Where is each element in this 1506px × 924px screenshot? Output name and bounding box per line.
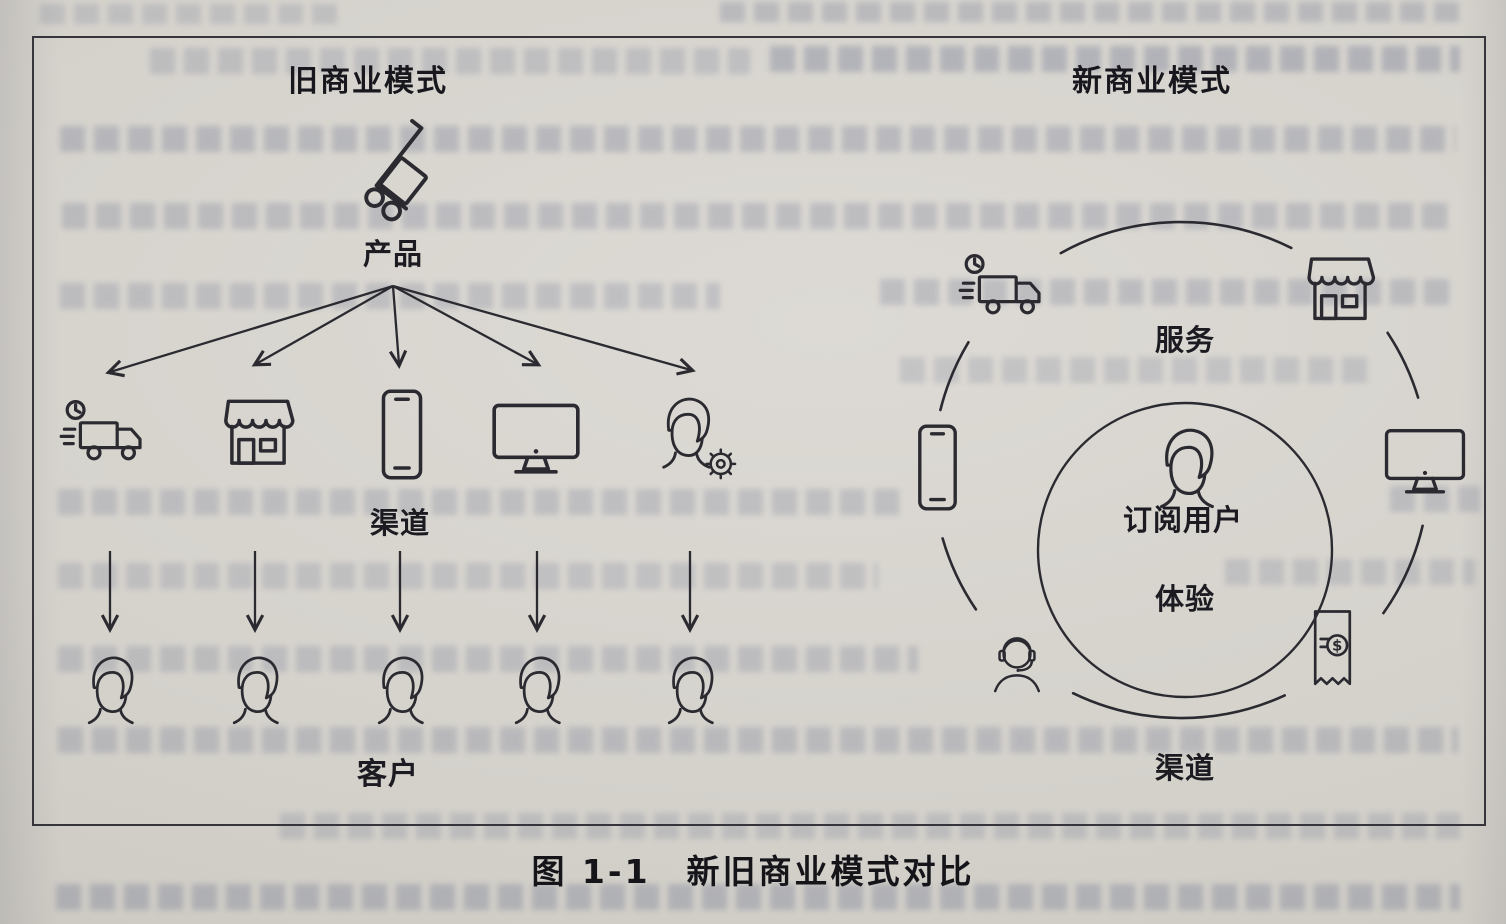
smartphone-icon	[371, 386, 433, 483]
storefront-icon	[210, 390, 306, 477]
customer-label: 客户	[357, 757, 419, 792]
subscription-ring	[939, 220, 1424, 720]
new-model-title: 新商业模式	[1072, 64, 1232, 99]
diagram-frame	[32, 36, 1486, 826]
service-label: 服务	[1154, 323, 1215, 357]
subscriber-face-icon	[1139, 421, 1233, 515]
smartphone-icon	[908, 421, 967, 514]
customer-face-icon	[497, 650, 577, 730]
subscriber-label: 订阅用户	[1122, 503, 1243, 537]
customer-face-icon	[360, 650, 440, 730]
fan-arrows	[105, 284, 696, 378]
old-model-title: 旧商业模式	[288, 64, 448, 99]
figure-caption: 图 1-1 新旧商业模式对比	[531, 852, 975, 891]
receipt-dollar-icon: $	[1301, 606, 1364, 694]
svg-text:$: $	[1332, 636, 1342, 654]
bleed-text-row	[720, 2, 1460, 22]
delivery-truck-icon	[58, 398, 162, 478]
desktop-monitor-icon	[486, 398, 586, 482]
channel-label-new: 渠道	[1154, 751, 1215, 785]
storefront-icon	[1294, 248, 1386, 332]
customer-face-icon	[215, 650, 295, 730]
product-label: 产品	[362, 237, 423, 271]
customer-face-icon	[650, 650, 730, 730]
bleed-text-row	[40, 4, 340, 24]
experience-label: 体验	[1154, 582, 1215, 616]
headset-agent-icon	[977, 624, 1057, 697]
delivery-truck-icon	[957, 252, 1061, 332]
service-person-gear-icon	[645, 390, 742, 484]
customer-face-icon	[70, 650, 150, 730]
desktop-monitor-icon	[1379, 424, 1471, 501]
channel-label-old: 渠道	[369, 506, 430, 540]
hand-truck-icon	[338, 110, 456, 228]
down-arrows	[100, 551, 700, 634]
